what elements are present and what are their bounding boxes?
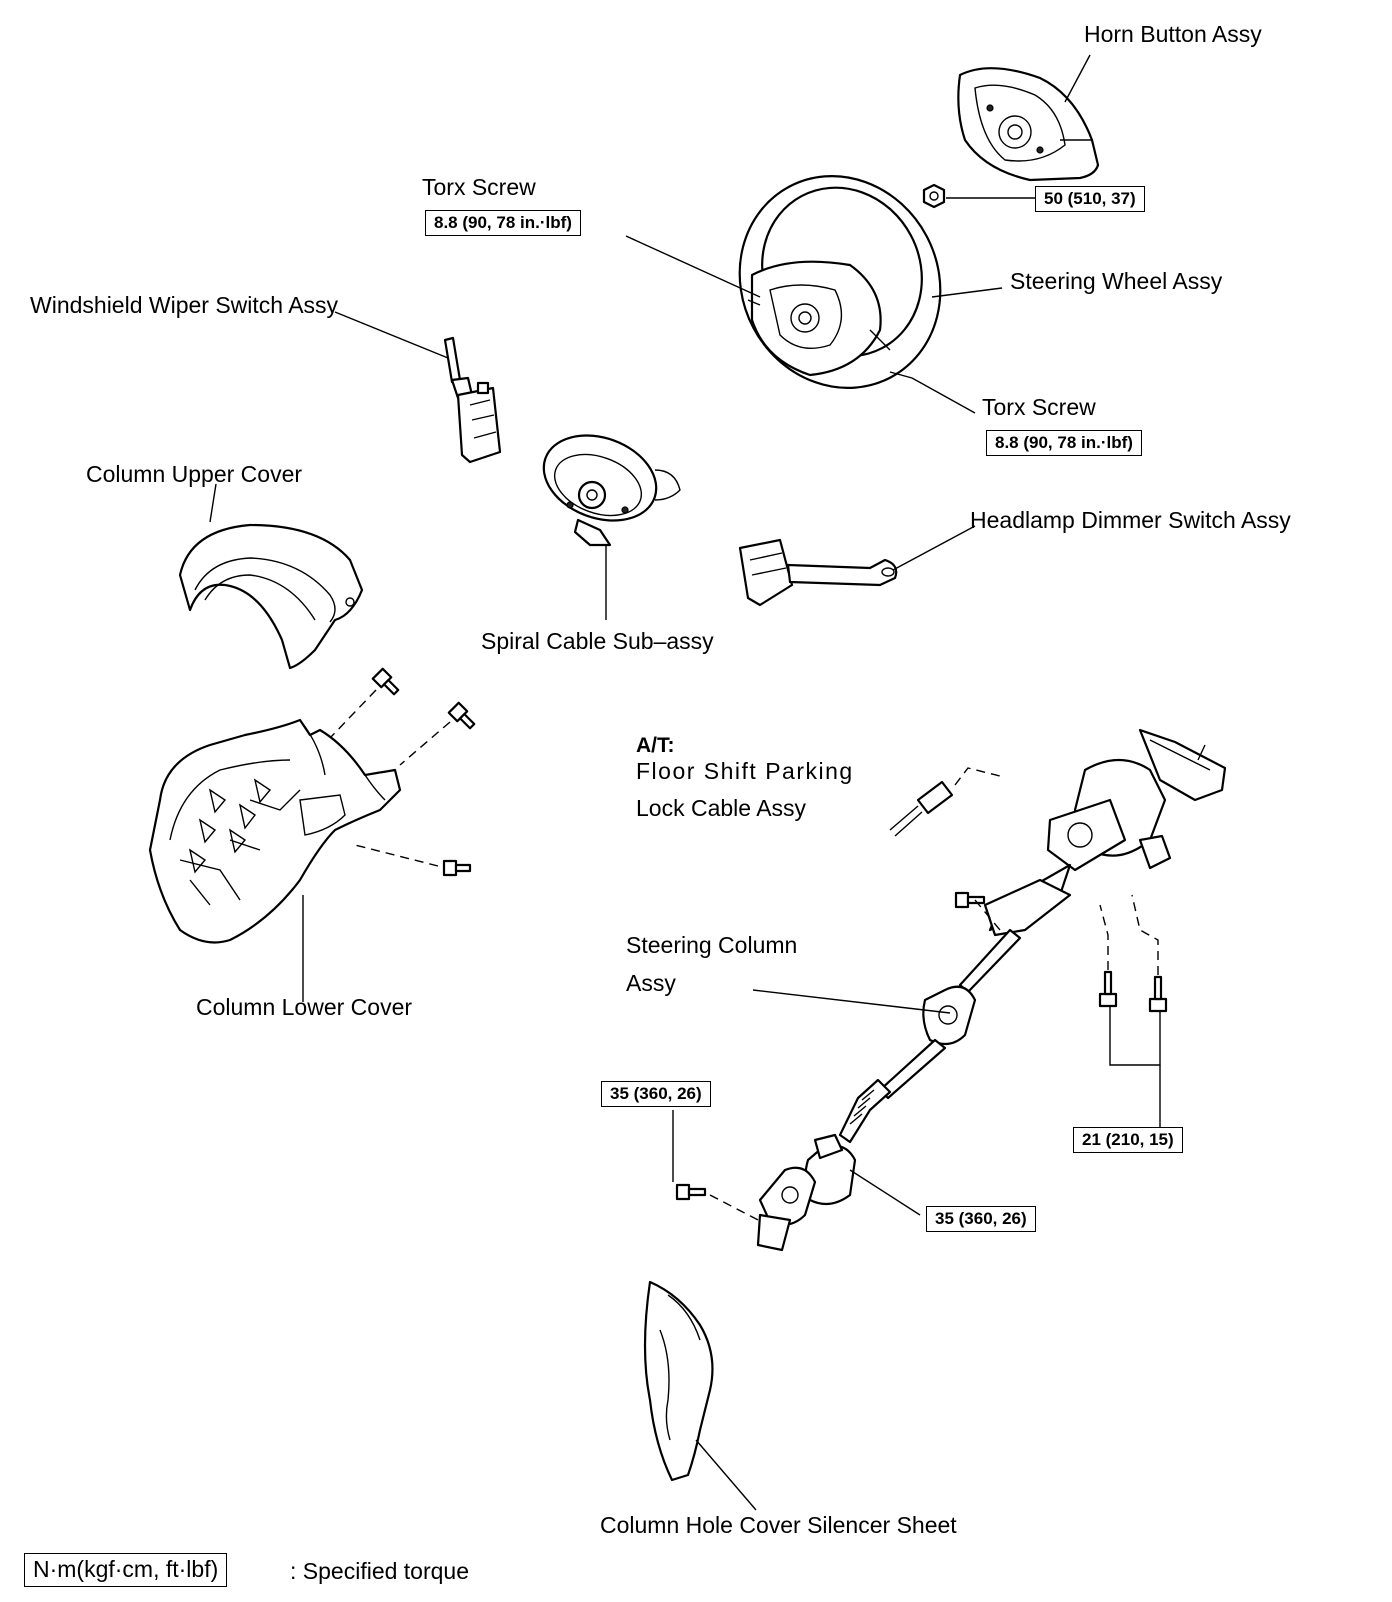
cover-screws-drawing (371, 667, 476, 877)
label-torx-screw-lower: Torx Screw (982, 394, 1096, 420)
label-wiper-switch: Windshield Wiper Switch Assy (30, 292, 339, 318)
label-parking-lock-line1: Floor Shift Parking (636, 758, 854, 784)
torque-column-bolts: 21 (210, 15) (1073, 1127, 1183, 1154)
label-at-prefix: A/T: (636, 734, 675, 757)
label-headlamp-switch: Headlamp Dimmer Switch Assy (970, 507, 1291, 533)
legend-units-box: N·m(kgf·cm, ft·lbf) (24, 1553, 228, 1587)
torque-joint-bolt: 35 (360, 26) (601, 1081, 711, 1108)
label-horn-button: Horn Button Assy (1084, 21, 1262, 47)
legend-description: : Specified torque (290, 1558, 470, 1584)
column-lower-cover-drawing (148, 718, 402, 944)
label-column-upper-cover: Column Upper Cover (86, 461, 303, 487)
label-steering-column-line1: Steering Column (626, 932, 798, 958)
spiral-cable-drawing (542, 434, 681, 547)
label-column-lower-cover: Column Lower Cover (196, 994, 413, 1020)
label-silencer-sheet: Column Hole Cover Silencer Sheet (600, 1512, 957, 1538)
label-parking-lock-line2: Lock Cable Assy (636, 795, 807, 821)
column-bolts-drawing (675, 891, 1168, 1201)
leader-lines (209, 54, 1161, 1511)
label-spiral-cable: Spiral Cable Sub–assy (481, 628, 714, 654)
silencer-sheet-drawing (643, 1280, 714, 1482)
label-steering-column-line2: Assy (626, 970, 676, 996)
headlamp-switch-drawing (738, 538, 898, 607)
torque-horn-nut: 50 (510, 37) (1035, 186, 1145, 213)
torque-torx-upper: 8.8 (90, 78 in.·lbf) (425, 210, 581, 237)
steering-column-drawing (756, 728, 1227, 1252)
torque-torx-lower: 8.8 (90, 78 in.·lbf) (986, 430, 1142, 457)
horn-button-drawing (957, 67, 1100, 182)
label-steering-wheel: Steering Wheel Assy (1010, 268, 1223, 294)
wiper-switch-drawing (443, 336, 502, 464)
parking-lock-cable-drawing (889, 780, 954, 837)
column-upper-cover-drawing (178, 523, 364, 670)
torque-shaft-joint: 35 (360, 26) (926, 1206, 1036, 1233)
steering-wheel-drawing (738, 175, 942, 389)
horn-nut-drawing (922, 183, 946, 209)
label-torx-screw-upper: Torx Screw (422, 174, 536, 200)
